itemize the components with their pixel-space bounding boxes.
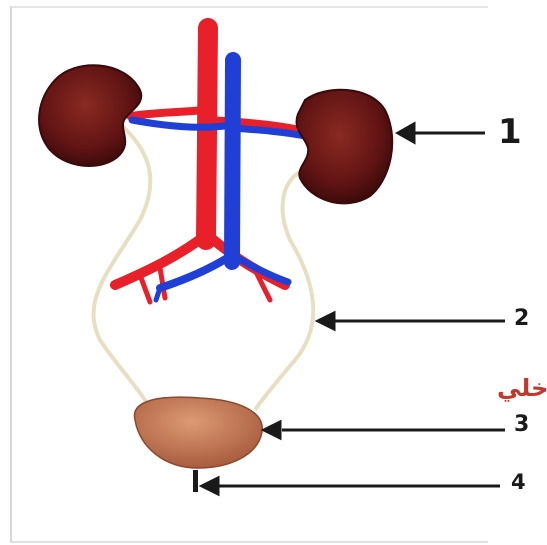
label-1: 1	[498, 112, 522, 152]
arrow-3-head	[264, 422, 280, 438]
left-kidney	[39, 65, 141, 166]
bladder	[134, 397, 262, 468]
label-4: 4	[511, 470, 526, 494]
right-kidney	[297, 90, 393, 204]
arrow-2-head	[318, 313, 334, 329]
label-2: 2	[514, 306, 529, 331]
arrow-1-head	[398, 124, 414, 142]
arrow-4-head	[202, 478, 218, 494]
aorta	[115, 28, 300, 302]
arabic-text-fragment: خلي.	[497, 374, 547, 402]
label-3: 3	[514, 412, 529, 437]
urethra	[193, 470, 198, 492]
